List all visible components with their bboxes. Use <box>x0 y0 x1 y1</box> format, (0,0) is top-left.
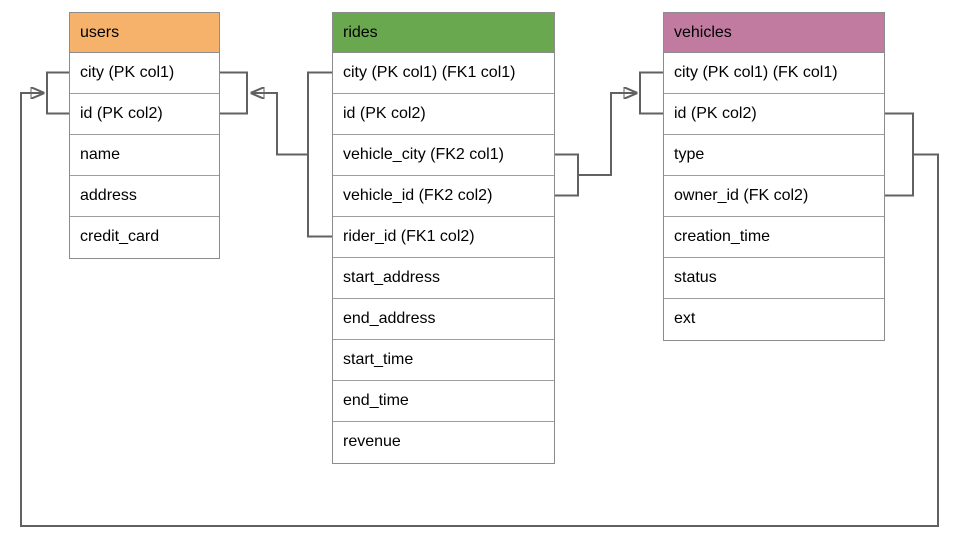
table-row-rides-6: end_address <box>333 299 554 340</box>
table-row-rides-2: vehicle_city (FK2 col1) <box>333 135 554 176</box>
connector-rides-fk1-to-users-source-bracket <box>307 71 332 238</box>
table-row-rides-7: start_time <box>333 340 554 381</box>
table-row-rides-0: city (PK col1) (FK1 col1) <box>333 53 554 94</box>
connector-rides-fk2-to-vehicles-arrow-line <box>578 93 636 176</box>
connector-rides-fk1-to-users-target-bracket <box>220 71 248 115</box>
connector-vehicles-fk-to-users-target-bracket <box>46 71 69 115</box>
table-row-users-2: name <box>70 135 219 176</box>
table-header-vehicles: vehicles <box>664 13 884 53</box>
table-row-vehicles-2: type <box>664 135 884 176</box>
table-row-vehicles-6: ext <box>664 299 884 340</box>
connector-rides-fk1-to-users-arrow-line <box>252 93 308 156</box>
table-row-rides-5: start_address <box>333 258 554 299</box>
table-row-rides-9: revenue <box>333 422 554 463</box>
table-row-vehicles-3: owner_id (FK col2) <box>664 176 884 217</box>
table-header-rides: rides <box>333 13 554 53</box>
table-row-rides-8: end_time <box>333 381 554 422</box>
table-row-vehicles-0: city (PK col1) (FK col1) <box>664 53 884 94</box>
table-row-users-3: address <box>70 176 219 217</box>
table-row-rides-1: id (PK col2) <box>333 94 554 135</box>
table-row-users-1: id (PK col2) <box>70 94 219 135</box>
table-row-users-4: credit_card <box>70 217 219 258</box>
table-row-users-0: city (PK col1) <box>70 53 219 94</box>
table-row-vehicles-1: id (PK col2) <box>664 94 884 135</box>
table-row-rides-4: rider_id (FK1 col2) <box>333 217 554 258</box>
connector-rides-fk2-to-vehicles-target-bracket <box>639 71 663 115</box>
table-row-vehicles-4: creation_time <box>664 217 884 258</box>
table-header-users: users <box>70 13 219 53</box>
connector-vehicles-fk-to-users-source-bracket <box>885 112 914 197</box>
table-row-rides-3: vehicle_id (FK2 col2) <box>333 176 554 217</box>
table-row-vehicles-5: status <box>664 258 884 299</box>
connector-rides-fk2-to-vehicles-source-bracket <box>555 153 579 197</box>
